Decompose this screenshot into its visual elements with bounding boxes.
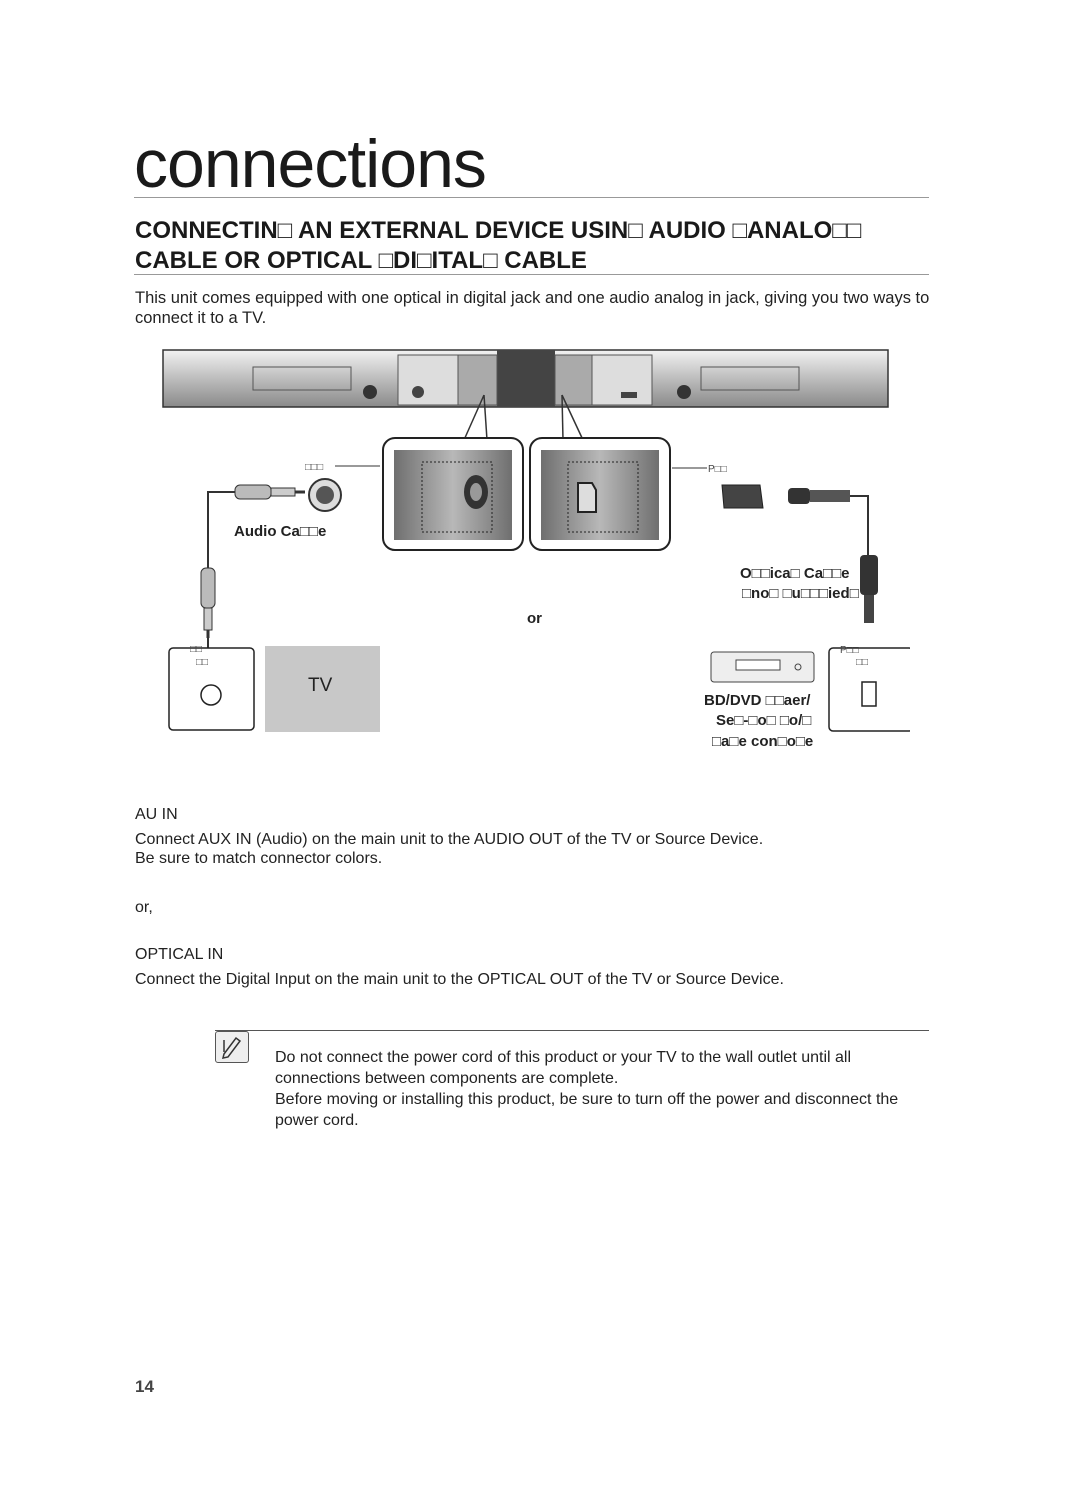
page-heading: CONNECTIN□ AN EXTERNAL DEVICE USIN□ AUDI… (135, 217, 862, 274)
device-port-box (828, 647, 910, 732)
aux-jack-zoom (382, 437, 524, 551)
device-port-small-label-2: □□ (856, 657, 868, 668)
tv-port-box (168, 647, 255, 731)
source-device-icon (710, 651, 815, 683)
device-port-small-label-1: P□□ (840, 645, 859, 656)
note-list: Do not connect the power cord of this pr… (275, 1047, 935, 1131)
device-label-1: BD/DVD □□aer/ (704, 692, 811, 709)
optical-port-small-label: P□□ (708, 464, 727, 475)
note-item: Before moving or installing this product… (275, 1091, 899, 1129)
aux-in-text-2: Be sure to match connector colors. (135, 850, 383, 867)
optical-cable-label: O□□ica□ Ca□□e (740, 565, 850, 582)
aux-port-small-label: □□□ (305, 462, 323, 473)
intro-text: This unit comes equipped with one optica… (135, 289, 930, 327)
main-unit (162, 349, 889, 408)
device-label-3: □a□e con□o□e (712, 733, 813, 750)
section-title: connections (134, 126, 487, 202)
audio-cable-label: Audio Ca□□e (234, 523, 326, 540)
aux-in-text-1: Connect AUX IN (Audio) on the main unit … (135, 831, 764, 848)
optical-cable-note: □no□ □u□□□ied□ (742, 585, 859, 602)
device-label-2: Se□-□o□ □o/□ (716, 712, 811, 729)
page-number: 14 (135, 1377, 154, 1396)
note-icon (215, 1031, 249, 1063)
optical-jack-zoom (529, 437, 671, 551)
optical-in-text: Connect the Digital Input on the main un… (135, 971, 784, 988)
heading-rule (134, 274, 929, 275)
tv-port-small-label-1: □□ (190, 644, 202, 655)
note-item: Do not connect the power cord of this pr… (275, 1049, 852, 1087)
tv-port-small-label-2: □□ (196, 657, 208, 668)
audio-cable (200, 478, 342, 675)
optical-cable (721, 484, 878, 623)
tv-screen (265, 646, 380, 732)
optical-in-label: OPTICAL IN (135, 946, 224, 963)
or-label: or (527, 610, 542, 627)
tv-label: TV (308, 675, 333, 696)
aux-in-label: AU IN (135, 806, 178, 823)
or-text: or, (135, 899, 153, 916)
title-rule (134, 197, 929, 198)
connection-diagram: □□□ Audio Ca□□e P□□ O□□ica□ Ca□□e □no□ □… (162, 349, 910, 750)
note-rule (215, 1030, 929, 1031)
